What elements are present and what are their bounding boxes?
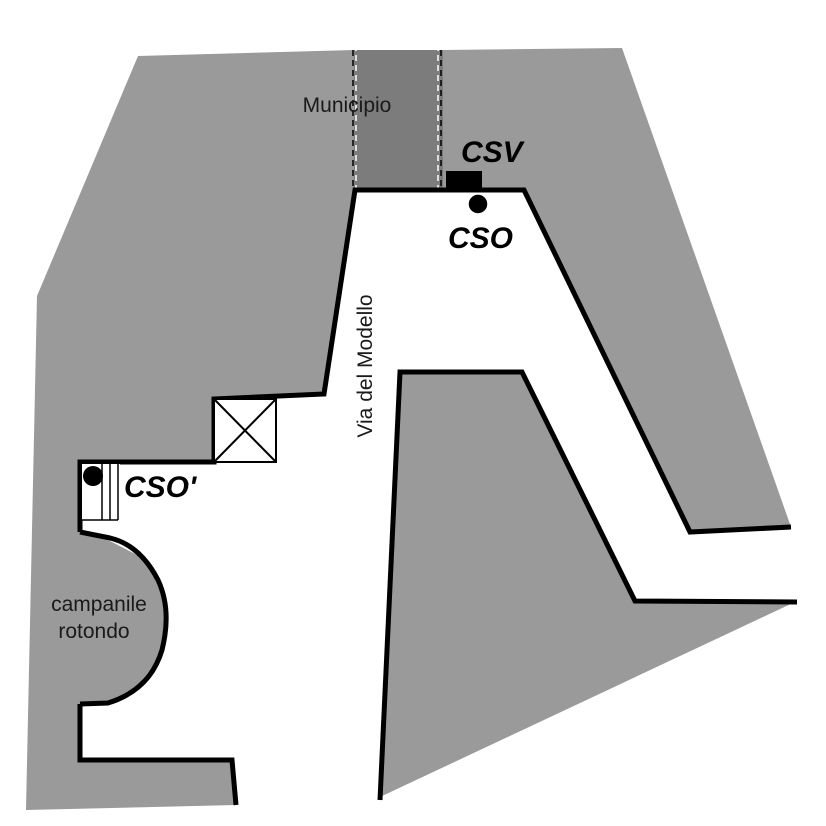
bottom-building-block bbox=[380, 372, 795, 797]
cso-prime-marker bbox=[83, 466, 103, 486]
cso-marker bbox=[467, 193, 489, 215]
right-upper-building-block bbox=[443, 48, 791, 532]
campanile-label-line2: rotondo bbox=[58, 620, 129, 643]
street-label-via-del-modello: Via del Modello bbox=[354, 294, 377, 437]
campanile-outline bbox=[79, 529, 169, 707]
street-outline-bottom-block bbox=[377, 369, 798, 801]
campanile-label-line1: campanile bbox=[51, 593, 147, 616]
csv-label: CSV bbox=[461, 136, 526, 169]
municipio-building bbox=[354, 50, 443, 190]
left-building-block bbox=[26, 50, 354, 810]
street-outline-left-upper bbox=[77, 187, 792, 535]
cso-prime-label: CSO' bbox=[124, 471, 197, 504]
street-outline-left bbox=[77, 704, 239, 806]
municipio-label: Municipio bbox=[303, 94, 392, 117]
crossed-box-symbol bbox=[213, 398, 277, 463]
cso-label: CSO bbox=[448, 222, 513, 255]
csv-marker bbox=[446, 171, 482, 191]
